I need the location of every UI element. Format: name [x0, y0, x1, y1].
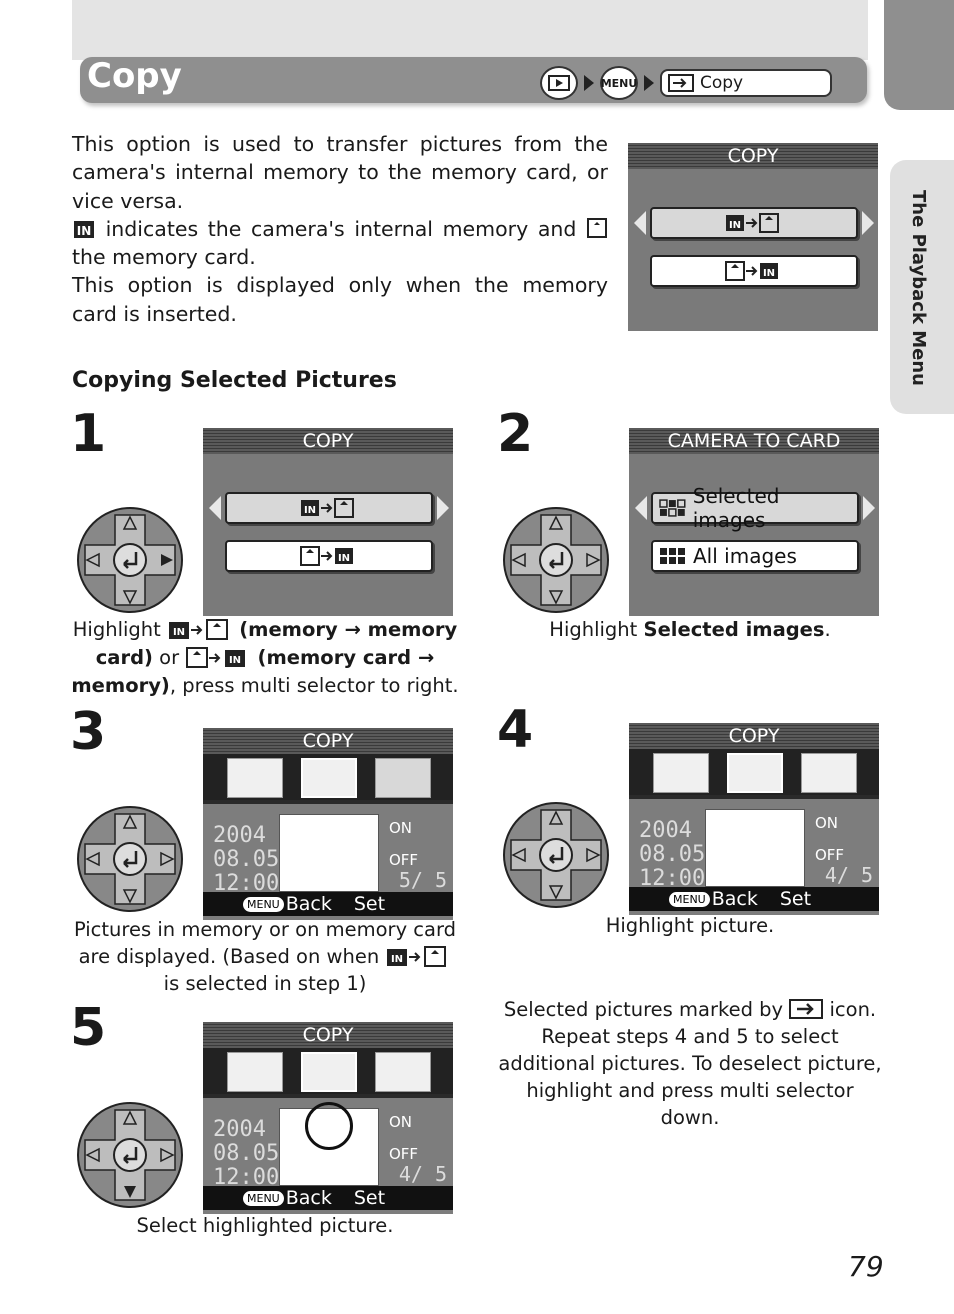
- card-to-memory-icon: IN: [186, 647, 246, 668]
- lcd-step2: CAMERA TO CARD Selected images All image…: [629, 428, 879, 616]
- caption-step3: Pictures in memory or on memory card are…: [73, 918, 457, 995]
- lcd-copy-menu: COPY IN IN: [628, 143, 878, 331]
- selection-circle: [305, 1102, 353, 1150]
- frame-counter: 4/ 5: [398, 1162, 447, 1186]
- preview-image: [705, 809, 805, 887]
- multi-selector-icon: [503, 802, 609, 908]
- lcd-option-card-to-memory: IN: [650, 255, 858, 287]
- menu-button-icon: MENU: [600, 66, 638, 100]
- multi-selector-icon: [77, 1102, 183, 1208]
- lcd-title: COPY: [628, 143, 878, 169]
- intro-text: This option is used to transfer pictures…: [72, 132, 608, 326]
- memory-to-card-icon: IN: [387, 946, 447, 967]
- lcd-option-memory-to-card: IN: [225, 492, 433, 524]
- multi-selector-icon: [503, 507, 609, 613]
- svg-text:IN: IN: [173, 627, 185, 638]
- svg-text:IN: IN: [391, 954, 403, 965]
- section-side-tab: The Playback Menu: [890, 160, 954, 414]
- copy-icon: [668, 74, 694, 92]
- preview-image: [279, 814, 379, 892]
- page-number: 79: [848, 1250, 884, 1283]
- frame-counter: 5/ 5: [398, 868, 447, 892]
- svg-text:IN: IN: [763, 268, 775, 279]
- thumbnail-family: [653, 753, 709, 793]
- svg-text:IN: IN: [77, 224, 92, 238]
- lcd-option-memory-to-card: IN: [650, 207, 858, 239]
- step-number-1: 1: [70, 404, 107, 464]
- lcd-step1: COPY IN IN: [203, 428, 453, 616]
- breadcrumb: MENU Copy: [540, 66, 832, 100]
- caption-step2: Highlight Selected images.: [549, 618, 831, 641]
- thumbnail-flowers: [801, 753, 857, 793]
- thumbnail-empty: [375, 758, 431, 798]
- svg-text:IN: IN: [304, 505, 316, 516]
- multi-selector-icon: [77, 806, 183, 912]
- step-number-3: 3: [70, 702, 107, 762]
- caption-step1: Highlight IN (memory → memory card) or I…: [71, 618, 459, 697]
- step-number-2: 2: [497, 404, 534, 464]
- thumbnail-family: [227, 1052, 283, 1092]
- corner-tab: [884, 0, 954, 110]
- caption-step5: Select highlighted picture.: [136, 1214, 394, 1237]
- thumbnail-flowers: [301, 758, 357, 798]
- multi-selector-icon: [77, 507, 183, 613]
- lcd-option-card-to-memory: IN: [225, 540, 433, 572]
- right-arrow-icon: [437, 496, 449, 520]
- left-arrow-icon: [635, 496, 647, 520]
- thumbnail-sailboat: [727, 753, 783, 793]
- thumbnail-strip: [629, 749, 879, 795]
- step-number-5: 5: [70, 998, 107, 1058]
- svg-text:IN: IN: [229, 655, 241, 666]
- memory-card-icon: [587, 217, 607, 238]
- breadcrumb-arrow-icon: [584, 75, 594, 91]
- breadcrumb-arrow-icon: [644, 75, 654, 91]
- page-title: Copy: [87, 56, 182, 96]
- caption-step4-note: Selected pictures marked by icon. Repeat…: [498, 998, 882, 1129]
- step-number-4: 4: [497, 700, 534, 760]
- left-arrow-icon: [634, 211, 646, 235]
- lcd-option-selected-images: Selected images: [651, 484, 859, 532]
- header-background: [72, 0, 868, 60]
- memory-to-card-icon: IN: [169, 619, 229, 640]
- svg-text:IN: IN: [338, 553, 350, 564]
- selected-marker-icon: [789, 999, 824, 1019]
- thumbnail-strip: [203, 1048, 453, 1094]
- left-arrow-icon: [209, 496, 221, 520]
- thumbnail-selected: [301, 1052, 357, 1092]
- caption-step4: Highlight picture.: [605, 914, 775, 937]
- internal-memory-icon: IN: [74, 220, 94, 238]
- svg-text:IN: IN: [729, 220, 741, 231]
- section-heading: Copying Selected Pictures: [72, 368, 397, 393]
- thumbnail-strip: [203, 754, 453, 800]
- thumbnail-sailboat: [227, 758, 283, 798]
- all-images-icon: [660, 548, 685, 564]
- breadcrumb-copy: Copy: [660, 69, 832, 97]
- thumbnail-flowers: [375, 1052, 431, 1092]
- frame-counter: 4/ 5: [824, 863, 873, 887]
- selected-images-icon: [659, 499, 686, 517]
- right-arrow-icon: [862, 211, 874, 235]
- lcd-option-all-images: All images: [651, 540, 859, 572]
- playback-icon: [540, 66, 578, 100]
- right-arrow-icon: [863, 496, 875, 520]
